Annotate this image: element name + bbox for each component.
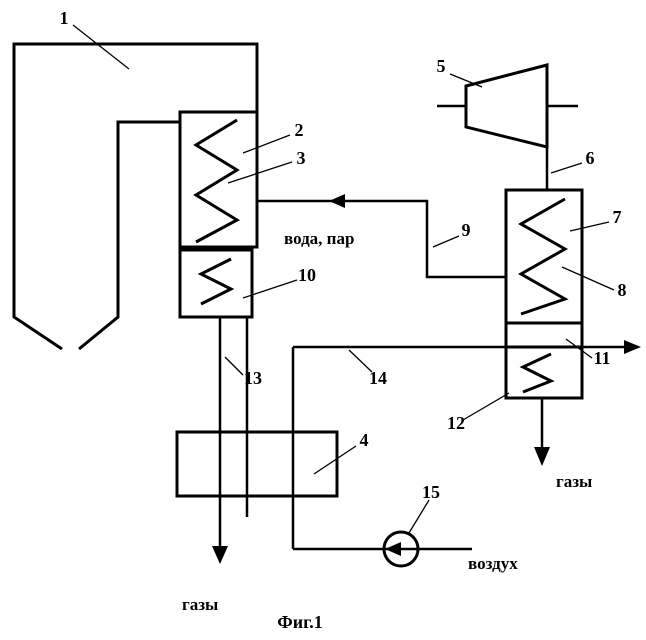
label-6: 6 [586, 148, 595, 168]
label-7: 7 [613, 207, 622, 227]
leader-6 [550, 162, 583, 174]
recovery-gas-out-arrow [534, 447, 550, 466]
leader-2 [242, 134, 291, 154]
leader-14 [348, 349, 373, 373]
blower-arrow [385, 542, 401, 556]
superheater-coil [193, 118, 241, 244]
leader-10 [242, 279, 298, 299]
label-10: 10 [298, 265, 316, 285]
air-label: воздух [468, 554, 518, 573]
flow-labels: вода, пар газы газы воздух [182, 229, 592, 614]
label-1: 1 [60, 8, 69, 28]
air-out-arrow [624, 340, 641, 354]
economizer-box [178, 248, 254, 319]
air-line-group [291, 340, 641, 568]
gases-right-label: газы [556, 472, 592, 491]
label-9: 9 [462, 220, 471, 240]
figure-caption: Фиг.1 [277, 612, 322, 632]
leader-5 [449, 73, 483, 88]
economizer-coil [197, 257, 235, 306]
leader-9 [432, 235, 460, 248]
leader-13 [224, 356, 244, 376]
label-14: 14 [369, 368, 387, 388]
recovery-box [504, 188, 584, 400]
water-steam-label: вода, пар [284, 229, 354, 248]
label-13: 13 [244, 368, 262, 388]
gas-duct-group [175, 317, 339, 564]
boiler-group [12, 42, 259, 351]
component-numbers: 1 2 3 4 5 6 7 8 9 10 11 12 13 14 15 [60, 8, 627, 502]
leader-lines [72, 24, 615, 534]
label-2: 2 [295, 120, 304, 140]
superheater-box [178, 110, 259, 249]
leader-8 [561, 266, 615, 291]
water-steam-arrow [329, 194, 345, 208]
leader-4 [313, 445, 357, 475]
label-4: 4 [360, 430, 369, 450]
leader-12 [462, 392, 510, 421]
leader-3 [227, 161, 293, 184]
blower-circle-15 [382, 530, 420, 568]
leader-15 [408, 499, 430, 534]
label-12: 12 [447, 413, 465, 433]
furnace-inner-wall [78, 120, 180, 351]
gases-bottom-label: газы [182, 595, 218, 614]
label-3: 3 [297, 148, 306, 168]
recovery-coil-8 [517, 197, 569, 316]
leader-1 [72, 24, 130, 70]
label-11: 11 [593, 348, 610, 368]
label-8: 8 [618, 280, 627, 300]
label-5: 5 [437, 56, 446, 76]
leader-7 [569, 221, 610, 232]
label-15: 15 [422, 482, 440, 502]
apparatus-4-box [175, 430, 339, 498]
gas-down-arrow [212, 546, 228, 564]
leader-11 [565, 338, 593, 359]
water-steam-line-group [257, 194, 506, 279]
air-heater-coil-12 [519, 352, 555, 394]
turbine-group [437, 63, 578, 190]
furnace-outer-wall [12, 42, 259, 351]
